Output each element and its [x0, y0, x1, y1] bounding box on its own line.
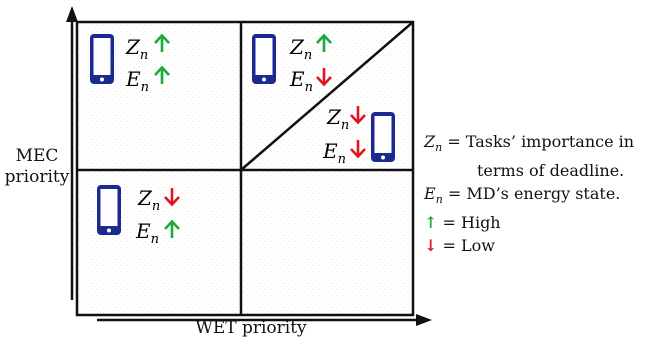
mobile-device-icon	[252, 34, 276, 84]
y-axis-label-line2: priority	[4, 167, 70, 187]
down-arrow-icon: ↓	[424, 236, 438, 256]
e-label: En	[135, 219, 159, 247]
legend-e-subscript: n	[435, 193, 443, 207]
legend: Zn = Tasks’ importance in terms of deadl…	[424, 130, 634, 257]
e-label: En	[322, 139, 346, 167]
legend-e-text: = MD’s energy state.	[447, 184, 621, 204]
legend-e-row: En = MD’s energy state.	[424, 182, 634, 211]
legend-z-text-continued: terms of deadline.	[477, 161, 625, 181]
legend-z-symbol: Z	[424, 132, 436, 151]
legend-low-row: ↓ = Low	[424, 234, 634, 257]
quadrant-top-left: Zn En	[90, 34, 171, 95]
quadrant-grid	[75, 20, 415, 317]
mobile-device-icon	[90, 34, 114, 84]
z-label: Zn	[125, 35, 148, 63]
y-axis-label: MEC priority	[2, 146, 72, 188]
z-label: Zn	[137, 186, 160, 214]
x-axis-label: WET priority	[195, 318, 307, 338]
mobile-device-icon	[371, 112, 395, 162]
y-axis-label-line1: MEC	[15, 146, 59, 166]
legend-e-symbol: E	[424, 184, 436, 204]
mobile-device-icon	[97, 185, 121, 235]
z-label: Zn	[289, 35, 312, 63]
e-label: En	[125, 67, 149, 95]
x-axis	[97, 314, 432, 326]
y-axis	[66, 6, 78, 300]
legend-low-text: = Low	[442, 236, 495, 256]
up-arrow-icon: ↑	[424, 213, 438, 233]
quadrant-top-right-lower: Zn En	[322, 104, 395, 167]
legend-high-text: = High	[442, 213, 501, 233]
quadrant-top-right-upper: Zn En	[252, 34, 333, 95]
e-label: En	[289, 67, 313, 95]
legend-high-row: ↑ = High	[424, 211, 634, 234]
legend-z-row: Zn = Tasks’ importance in	[424, 130, 634, 159]
z-label: Zn	[326, 105, 349, 133]
quadrant-bottom-left: Zn En	[97, 185, 181, 247]
legend-z-text: = Tasks’ importance in	[447, 132, 635, 151]
legend-z-subscript: n	[435, 141, 443, 155]
